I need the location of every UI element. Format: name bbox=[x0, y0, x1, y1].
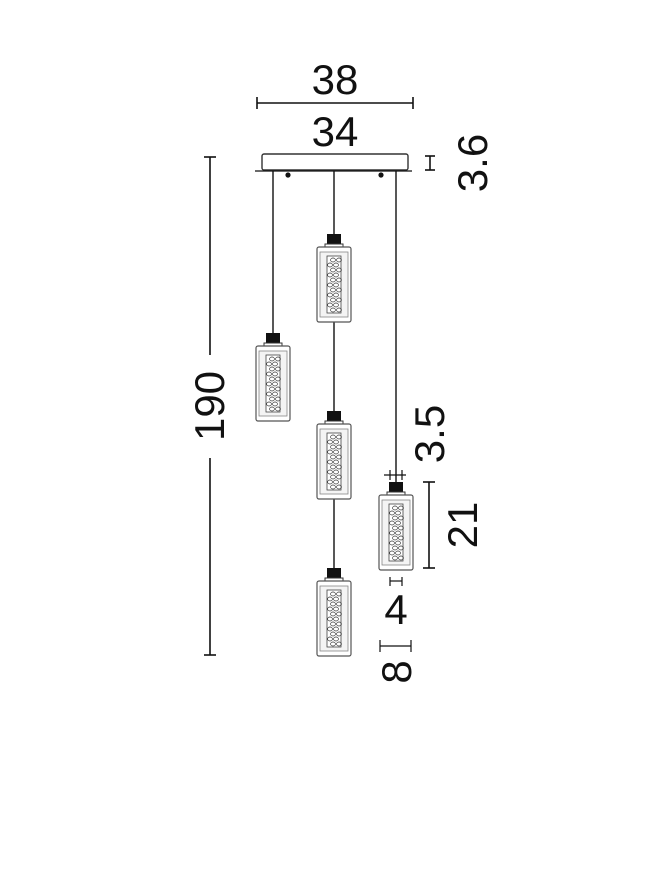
dim-total-height: 190 bbox=[186, 156, 233, 656]
dim-cap-height: 3.5 bbox=[384, 405, 453, 480]
dim-shade-height: 21 bbox=[423, 481, 486, 569]
dim-canopy-width-label: 34 bbox=[312, 108, 359, 155]
dim-total-width-label: 38 bbox=[312, 56, 359, 103]
dim-shade-gap-label: 4 bbox=[384, 586, 407, 633]
pendant-shade-left bbox=[255, 333, 291, 422]
dim-total-height-label: 190 bbox=[186, 371, 233, 441]
dim-shade-height-label: 21 bbox=[439, 502, 486, 549]
dim-shade-width-label: 8 bbox=[373, 660, 420, 683]
pendant-shade-right bbox=[378, 482, 414, 571]
pendant-shade-center-top bbox=[316, 234, 352, 323]
dim-canopy-height-label: 3.6 bbox=[449, 134, 496, 192]
dim-shade-gap: 4 bbox=[384, 577, 408, 633]
pendant-shade-center-bottom bbox=[316, 568, 352, 657]
dim-total-width: 38 bbox=[256, 56, 414, 109]
dim-shade-width: 8 bbox=[373, 640, 420, 684]
pendant-shade-center-middle bbox=[316, 411, 352, 500]
dim-cap-height-label: 3.5 bbox=[406, 405, 453, 463]
dim-canopy-height: 3.6 bbox=[425, 134, 496, 192]
pendant-shades bbox=[255, 234, 414, 657]
